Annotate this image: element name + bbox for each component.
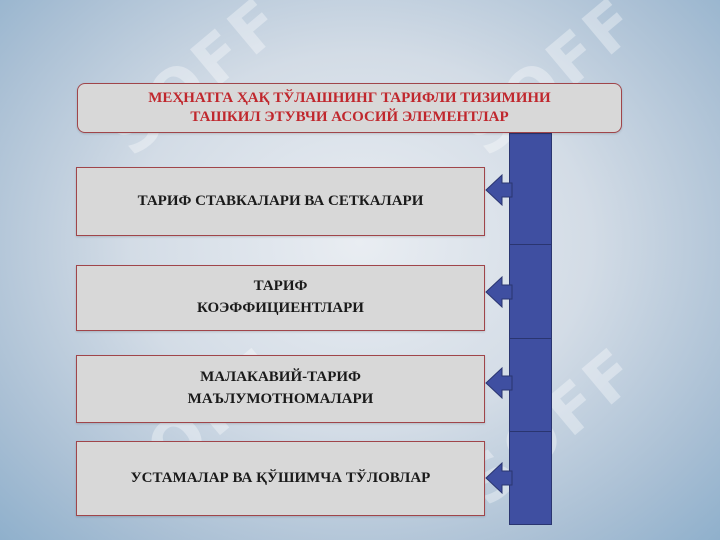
arrow-left-icon xyxy=(485,275,513,309)
arrow-left-icon xyxy=(485,366,513,400)
element-box-tariff-rates: ТАРИФ СТАВКАЛАРИ ВА СЕТКАЛАРИ xyxy=(76,167,485,236)
element-label: КОЭФФИЦИЕНТЛАРИ xyxy=(197,300,364,316)
bar-divider xyxy=(509,431,552,432)
element-box-bonuses-payments: УСТАМАЛАР ВА ҚЎШИМЧА ТЎЛОВЛАР xyxy=(76,441,485,516)
element-label: МАЛАКАВИЙ-ТАРИФ xyxy=(200,369,361,386)
diagram-title-line2: ТАШКИЛ ЭТУВЧИ АСОСИЙ ЭЛЕМЕНТЛАР xyxy=(190,109,509,125)
element-box-qualification-handbooks: МАЛАКАВИЙ-ТАРИФ МАЪЛУМОТНОМАЛАРИ xyxy=(76,355,485,423)
element-label: УСТАМАЛАР ВА ҚЎШИМЧА ТЎЛОВЛАР xyxy=(130,469,431,486)
bar-divider xyxy=(509,338,552,339)
element-box-tariff-coefficients: ТАРИФ КОЭФФИЦИЕНТЛАРИ xyxy=(76,265,485,331)
element-label: ТАРИФ СТАВКАЛАРИ ВА СЕТКАЛАРИ xyxy=(137,192,424,209)
arrow-left-icon xyxy=(485,173,513,207)
element-label: МАЪЛУМОТНОМАЛАРИ xyxy=(187,391,374,407)
connector-bar xyxy=(509,133,552,525)
diagram-title-line1: МЕҲНАТГА ҲАҚ ТЎЛАШНИНГ ТАРИФЛИ ТИЗИМИНИ xyxy=(148,89,551,106)
arrow-left-icon xyxy=(485,461,513,495)
element-label: ТАРИФ xyxy=(253,278,308,295)
bar-divider xyxy=(509,244,552,245)
diagram-title-box: МЕҲНАТГА ҲАҚ ТЎЛАШНИНГ ТАРИФЛИ ТИЗИМИНИ … xyxy=(77,83,622,133)
